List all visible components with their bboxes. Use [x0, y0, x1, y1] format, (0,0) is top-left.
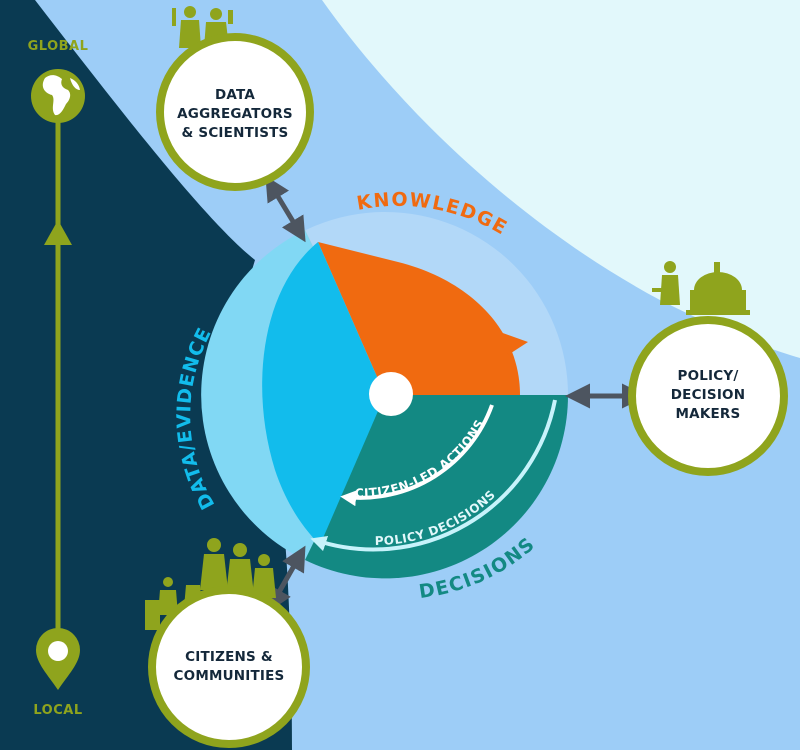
connector-citizens — [267, 545, 306, 613]
global-label: GLOBAL — [27, 39, 89, 54]
decisions-outer-ring — [305, 395, 569, 579]
location-pin-icon — [36, 628, 80, 690]
background-pale-cyan — [322, 0, 800, 358]
citizens-label: CITIZENS & COMMUNITIES — [173, 649, 285, 684]
data-evidence-sector — [262, 242, 385, 545]
policy-decisions-arrow — [310, 399, 557, 552]
policy-makers-node — [628, 316, 788, 476]
data-aggregators-label: DATA AGGREGATORS & SCIENTISTS — [177, 87, 293, 141]
parliament-icon — [652, 261, 750, 315]
knowledge-arrow-notch — [500, 332, 528, 355]
policy-makers-label: POLICY/ DECISION MAKERS — [670, 368, 746, 422]
data-arrow-notch — [285, 285, 312, 312]
globe-icon — [31, 69, 85, 123]
local-label: LOCAL — [33, 703, 83, 718]
cycle-center — [369, 372, 413, 416]
knowledge-sector — [318, 242, 520, 395]
citizens-node — [148, 586, 310, 748]
data-aggregators-node — [156, 33, 314, 191]
connector-data-aggregators — [265, 175, 306, 243]
scale-up-arrow — [44, 220, 72, 245]
citizen-led-arrow — [340, 404, 494, 507]
